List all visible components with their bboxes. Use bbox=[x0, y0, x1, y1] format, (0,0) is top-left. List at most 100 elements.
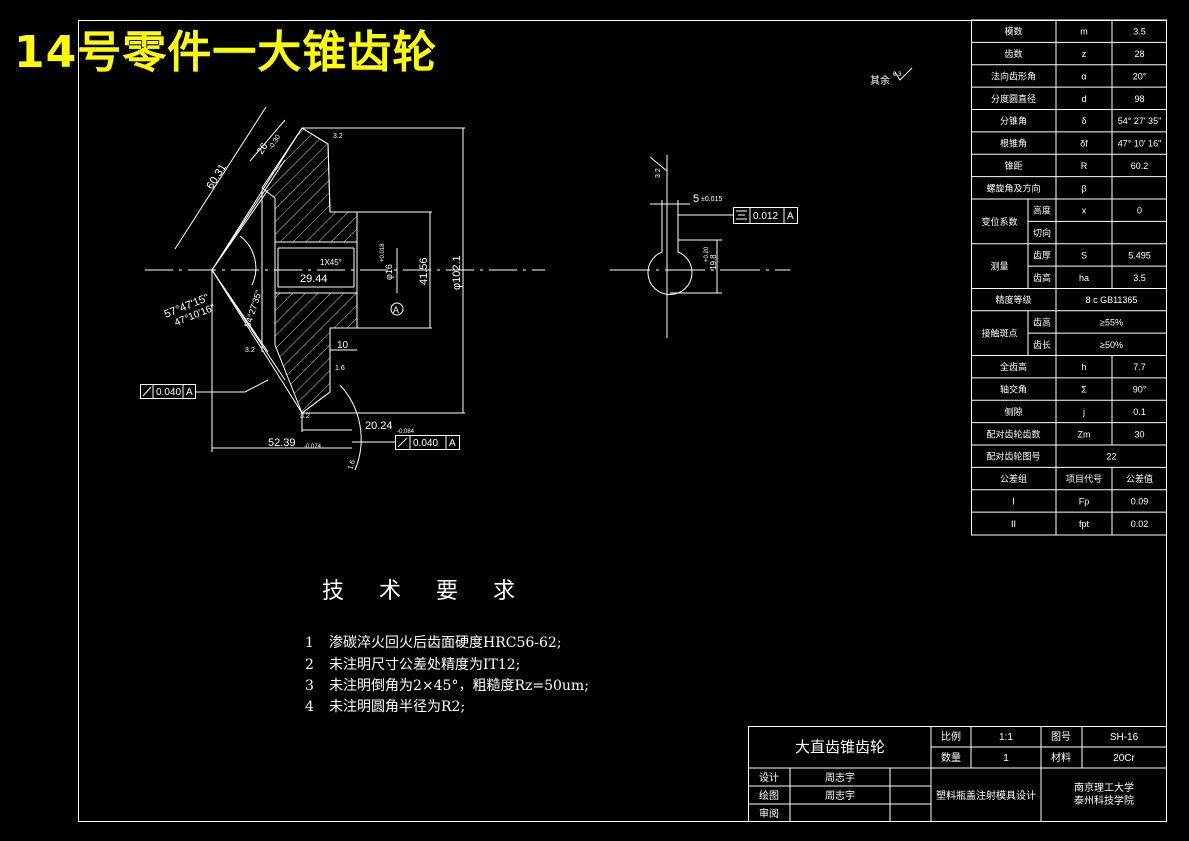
param-group-label: 接触斑点 bbox=[981, 328, 1017, 339]
requirements-title: 技 术 要 求 bbox=[322, 579, 529, 604]
param-value: ≥55% bbox=[1100, 317, 1123, 327]
param-value: 3.5 bbox=[1133, 273, 1146, 283]
keyway-view bbox=[610, 67, 913, 338]
ra-2: 3.2 bbox=[245, 347, 255, 354]
param-symbol: α bbox=[1081, 71, 1086, 81]
param-name: 法向齿形角 bbox=[991, 70, 1036, 81]
param-symbol: δ bbox=[1081, 116, 1086, 126]
param-value: 47° 10' 16" bbox=[1118, 139, 1162, 149]
param-name: 分度圆直径 bbox=[991, 93, 1036, 104]
tolerance-cell: Fp bbox=[1079, 496, 1090, 506]
param-symbol: h bbox=[1081, 362, 1086, 372]
dim-cone-distance: 60.31 bbox=[204, 162, 229, 192]
runout-frame-right: 0.040 A bbox=[395, 435, 460, 450]
ra-4: 3.2 bbox=[300, 413, 310, 420]
param-value: 3.5 bbox=[1133, 27, 1146, 37]
param-value: 28 bbox=[1134, 49, 1144, 59]
param-subname: 高度 bbox=[1033, 205, 1051, 216]
param-subname: 齿高 bbox=[1033, 272, 1051, 283]
dim-52: 52.39 bbox=[268, 437, 296, 449]
param-name: 锥距 bbox=[1004, 160, 1022, 171]
tolerance-cell: 0.09 bbox=[1131, 496, 1149, 506]
scale-value: 1:1 bbox=[999, 732, 1013, 743]
param-name: 配对齿轮齿数 bbox=[986, 428, 1040, 439]
param-value: 22 bbox=[1106, 452, 1116, 462]
surface-note-value: 6.3 bbox=[893, 72, 902, 78]
param-symbol: d bbox=[1081, 94, 1086, 104]
param-symbol: δf bbox=[1080, 139, 1088, 149]
material-label: 材料 bbox=[1051, 751, 1071, 764]
keyway-roughness: 3.2 bbox=[655, 168, 662, 178]
runout-datum: A bbox=[449, 438, 456, 449]
tolerance-header: 公差组 bbox=[1000, 473, 1027, 484]
tolerance-header: 项目代号 bbox=[1066, 474, 1102, 484]
qty-value: 1 bbox=[1003, 753, 1009, 764]
param-name: 根锥角 bbox=[1000, 138, 1027, 149]
param-value: 5.495 bbox=[1128, 250, 1151, 260]
param-name: 分锥角 bbox=[1000, 115, 1027, 126]
param-name: 精度等级 bbox=[995, 294, 1031, 305]
param-table: 模数 m 3.5 齿数 z 28 法向齿形角 α 20° 分度圆直径 d 98 分锥角 δ 54° 27' … bbox=[971, 19, 1167, 536]
tolerance-cell: fpt bbox=[1079, 519, 1090, 529]
dim-back-angle: 54°27'35" bbox=[242, 289, 263, 329]
param-value: 54° 27' 35" bbox=[1118, 116, 1162, 126]
draw-label: 绘图 bbox=[759, 789, 779, 802]
param-symbol: ha bbox=[1079, 273, 1089, 283]
param-name: 轴交角 bbox=[1000, 384, 1027, 395]
project-name: 塑料瓶盖注射模具设计 bbox=[936, 789, 1036, 802]
tolerance-cell: 0.02 bbox=[1131, 519, 1149, 529]
param-value: 98 bbox=[1134, 94, 1144, 104]
param-value: 20° bbox=[1133, 71, 1147, 81]
tolerance-cell: I bbox=[1012, 496, 1015, 506]
runout-icon bbox=[397, 437, 408, 448]
param-subname: 齿长 bbox=[1033, 339, 1051, 350]
dim-20-tol: -0.084 bbox=[397, 429, 415, 435]
tolerance-header: 公差值 bbox=[1126, 473, 1153, 484]
param-symbol: R bbox=[1081, 161, 1088, 171]
param-name: 配对齿轮图号 bbox=[986, 451, 1040, 462]
hatched-lower bbox=[274, 292, 358, 414]
param-symbol: S bbox=[1081, 250, 1087, 260]
ra-3: 1.6 bbox=[335, 365, 345, 372]
param-symbol: β bbox=[1081, 183, 1086, 193]
param-subname: 齿厚 bbox=[1033, 250, 1051, 260]
school-1: 南京理工大学 bbox=[1074, 781, 1134, 794]
param-value: 0.1 bbox=[1133, 407, 1146, 417]
param-value: 8 c GB11365 bbox=[1086, 295, 1138, 305]
param-name: 侧隙 bbox=[1004, 406, 1022, 417]
dim-hub-length: 10 bbox=[337, 340, 349, 351]
qty-label: 数量 bbox=[941, 751, 961, 764]
title-block bbox=[748, 726, 1167, 822]
param-symbol: z bbox=[1082, 49, 1087, 59]
symmetry-datum: A bbox=[787, 211, 794, 222]
keyway-depth: 19.8 bbox=[709, 254, 718, 270]
param-name: 齿数 bbox=[1004, 48, 1022, 59]
param-symbol: Zm bbox=[1078, 429, 1091, 439]
tolerance-cell: II bbox=[1011, 519, 1016, 529]
drafter: 周志宇 bbox=[825, 789, 855, 802]
dim-bore-length: 29.44 bbox=[300, 273, 328, 285]
param-value: 30 bbox=[1134, 429, 1144, 439]
dim-52-tol: -0.074 bbox=[304, 444, 322, 450]
school-2: 泰州科技学院 bbox=[1074, 794, 1134, 807]
param-name: 全齿高 bbox=[1000, 361, 1027, 372]
drawing-no: SH-16 bbox=[1110, 732, 1139, 743]
param-name: 模数 bbox=[1004, 26, 1022, 37]
drawing-title: 14号零件一大锥齿轮 bbox=[14, 27, 438, 78]
param-value: 90° bbox=[1133, 385, 1147, 395]
dim-20: 20.24 bbox=[365, 420, 393, 432]
param-value: 60.2 bbox=[1131, 161, 1149, 171]
runout-icon bbox=[142, 386, 152, 397]
ra-5: 1.6 bbox=[347, 459, 357, 471]
datum-a: A bbox=[393, 305, 399, 315]
dim-chamfer: 1X45° bbox=[320, 258, 342, 267]
param-symbol: m bbox=[1080, 27, 1088, 37]
param-symbol: x bbox=[1082, 206, 1087, 216]
param-name: 螺旋角及方向 bbox=[986, 182, 1040, 193]
param-group-label: 测量 bbox=[990, 262, 1008, 272]
design-label: 设计 bbox=[759, 771, 779, 784]
